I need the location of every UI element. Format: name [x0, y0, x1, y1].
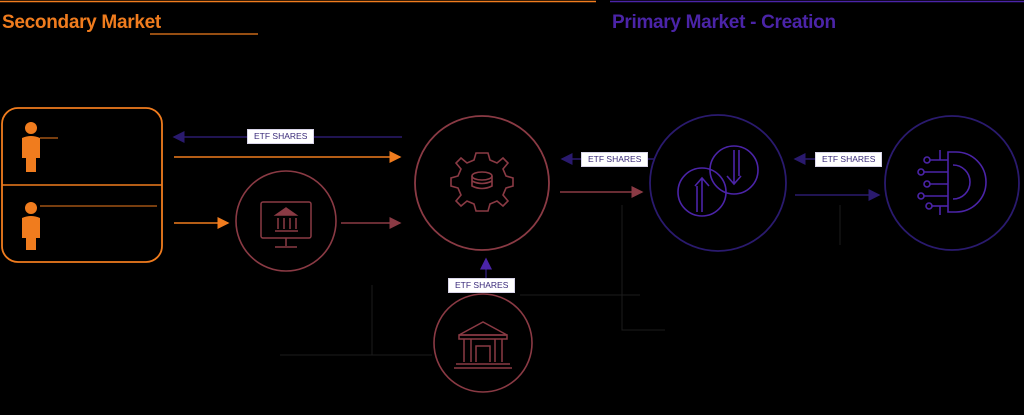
etf-shares-label: ETF SHARES [581, 152, 649, 167]
computer-bank-icon [260, 201, 312, 248]
primary-market-title: Primary Market - Creation [612, 12, 836, 33]
secondary-market-title: Secondary Market [2, 12, 161, 33]
market-maker-circle [414, 115, 550, 251]
etf-shares-label: ETF SHARES [448, 278, 516, 293]
exchange-circle [235, 170, 337, 272]
bank-building-icon [454, 321, 512, 369]
gear-coins-icon [450, 152, 514, 212]
connector-lines [280, 205, 841, 356]
investors-box [1, 107, 163, 263]
exchange-arrows-icon [677, 145, 759, 217]
custodian-circle [433, 293, 533, 393]
header-rules [0, 0, 1024, 35]
authorized-participant-circle [649, 114, 787, 252]
etf-issuer-circle [884, 115, 1020, 251]
person-icon [22, 122, 40, 172]
etf-shares-label: ETF SHARES [815, 152, 883, 167]
person-icon [22, 202, 40, 250]
tech-gear-icon [917, 150, 987, 215]
etf-shares-label: ETF SHARES [247, 129, 315, 144]
